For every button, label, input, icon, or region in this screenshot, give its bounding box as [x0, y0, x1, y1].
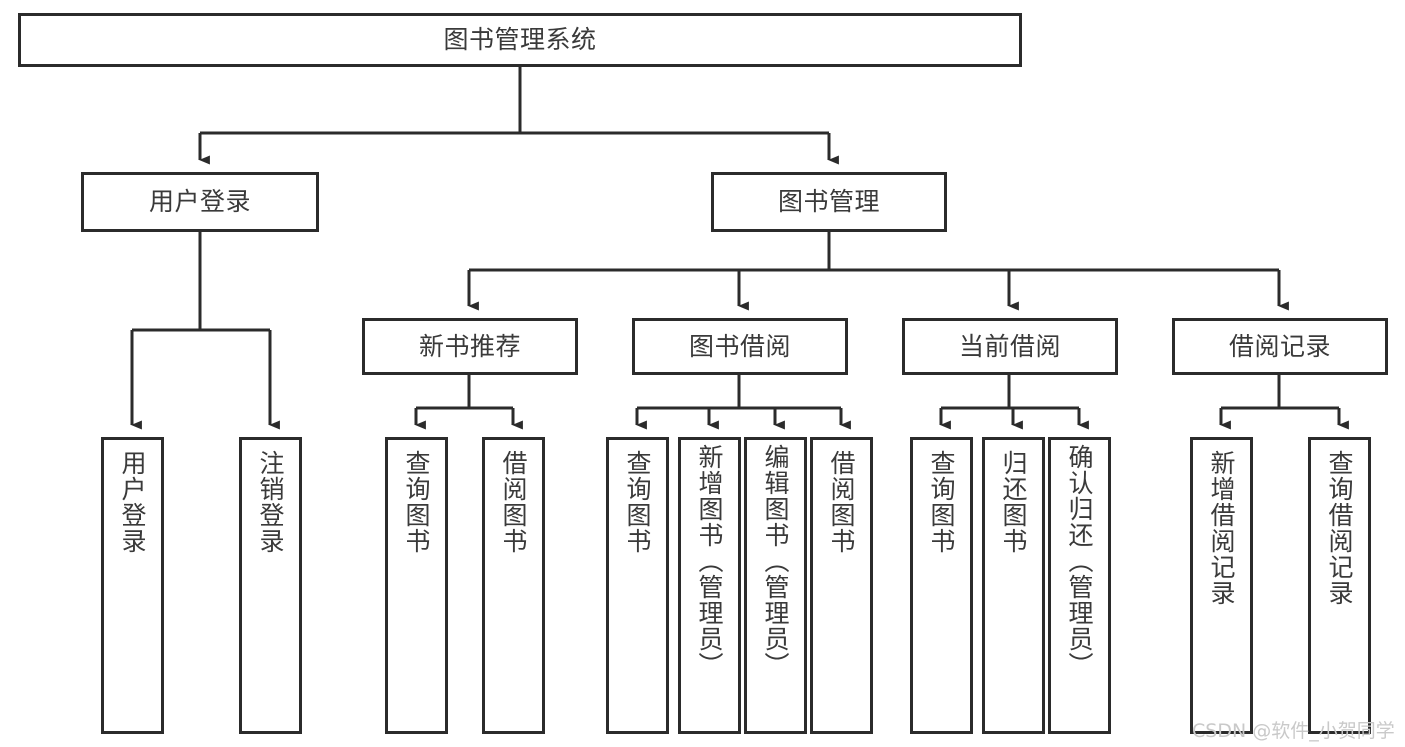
node-current-borrow-label: 当前借阅	[958, 331, 1061, 361]
node-root-label: 图书管理系统	[443, 25, 597, 55]
node-book-borrow-label: 图书借阅	[688, 331, 791, 361]
leaf-user-login[interactable]: 用户登录	[101, 437, 164, 734]
leaf-query-books-recommend-label: 查询图书	[402, 450, 431, 554]
leaf-borrow-books-recommend[interactable]: 借阅图书	[482, 437, 545, 734]
leaf-add-book-admin-label: 新增图书（管理员）	[695, 444, 724, 678]
node-borrow-record-label: 借阅记录	[1228, 331, 1331, 361]
leaf-edit-book-admin[interactable]: 编辑图书（管理员）	[744, 437, 807, 734]
node-user-login-label: 用户登录	[148, 187, 251, 217]
leaf-add-book-admin[interactable]: 新增图书（管理员）	[678, 437, 741, 734]
leaf-edit-book-admin-label: 编辑图书（管理员）	[761, 444, 790, 678]
leaf-logout-label: 注销登录	[256, 450, 285, 554]
leaf-query-books-borrow-label: 查询图书	[623, 450, 652, 554]
leaf-return-books-label: 归还图书	[999, 450, 1028, 554]
node-borrow-record[interactable]: 借阅记录	[1172, 318, 1388, 375]
leaf-add-borrow-record-label: 新增借阅记录	[1207, 450, 1236, 606]
node-user-login[interactable]: 用户登录	[81, 172, 319, 232]
leaf-query-books-recommend[interactable]: 查询图书	[385, 437, 448, 734]
leaf-confirm-return-admin-label: 确认归还（管理员）	[1065, 444, 1094, 678]
leaf-query-books-current[interactable]: 查询图书	[910, 437, 973, 734]
node-root[interactable]: 图书管理系统	[18, 13, 1022, 67]
leaf-return-books[interactable]: 归还图书	[982, 437, 1045, 734]
node-book-management[interactable]: 图书管理	[711, 172, 947, 232]
node-new-book-recommend[interactable]: 新书推荐	[362, 318, 578, 375]
leaf-borrow-books-borrow-label: 借阅图书	[827, 450, 856, 554]
leaf-query-books-current-label: 查询图书	[927, 450, 956, 554]
leaf-logout[interactable]: 注销登录	[239, 437, 302, 734]
leaf-borrow-books-borrow[interactable]: 借阅图书	[810, 437, 873, 734]
leaf-add-borrow-record[interactable]: 新增借阅记录	[1190, 437, 1253, 734]
leaf-user-login-label: 用户登录	[118, 450, 147, 554]
leaf-confirm-return-admin[interactable]: 确认归还（管理员）	[1048, 437, 1111, 734]
leaf-query-borrow-record[interactable]: 查询借阅记录	[1308, 437, 1371, 734]
node-current-borrow[interactable]: 当前借阅	[902, 318, 1118, 375]
leaf-query-books-borrow[interactable]: 查询图书	[606, 437, 669, 734]
leaf-borrow-books-recommend-label: 借阅图书	[499, 450, 528, 554]
node-book-management-label: 图书管理	[777, 187, 880, 217]
node-new-book-recommend-label: 新书推荐	[418, 331, 521, 361]
node-book-borrow[interactable]: 图书借阅	[632, 318, 848, 375]
leaf-query-borrow-record-label: 查询借阅记录	[1325, 450, 1354, 606]
